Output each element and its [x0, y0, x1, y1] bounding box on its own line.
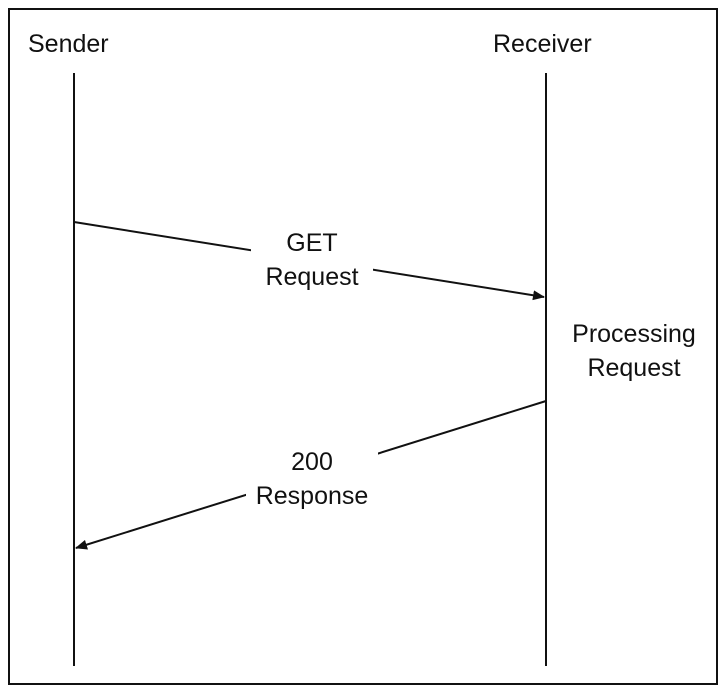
processing-line-1: Processing — [572, 320, 696, 348]
response-text: Response — [255, 482, 369, 510]
sender-label: Sender — [28, 27, 109, 61]
request-text: Request — [265, 263, 359, 291]
request-message-label: GET Request — [251, 226, 373, 294]
receiver-label: Receiver — [493, 27, 592, 61]
response-message-label: 200 Response — [246, 445, 378, 513]
receiver-label-text: Receiver — [493, 30, 592, 58]
processing-label: Processing Request — [562, 317, 706, 385]
request-method: GET — [286, 229, 338, 257]
diagram-frame — [8, 8, 718, 685]
processing-line-2: Request — [587, 354, 681, 382]
sender-label-text: Sender — [28, 30, 109, 58]
response-status: 200 — [291, 448, 333, 476]
